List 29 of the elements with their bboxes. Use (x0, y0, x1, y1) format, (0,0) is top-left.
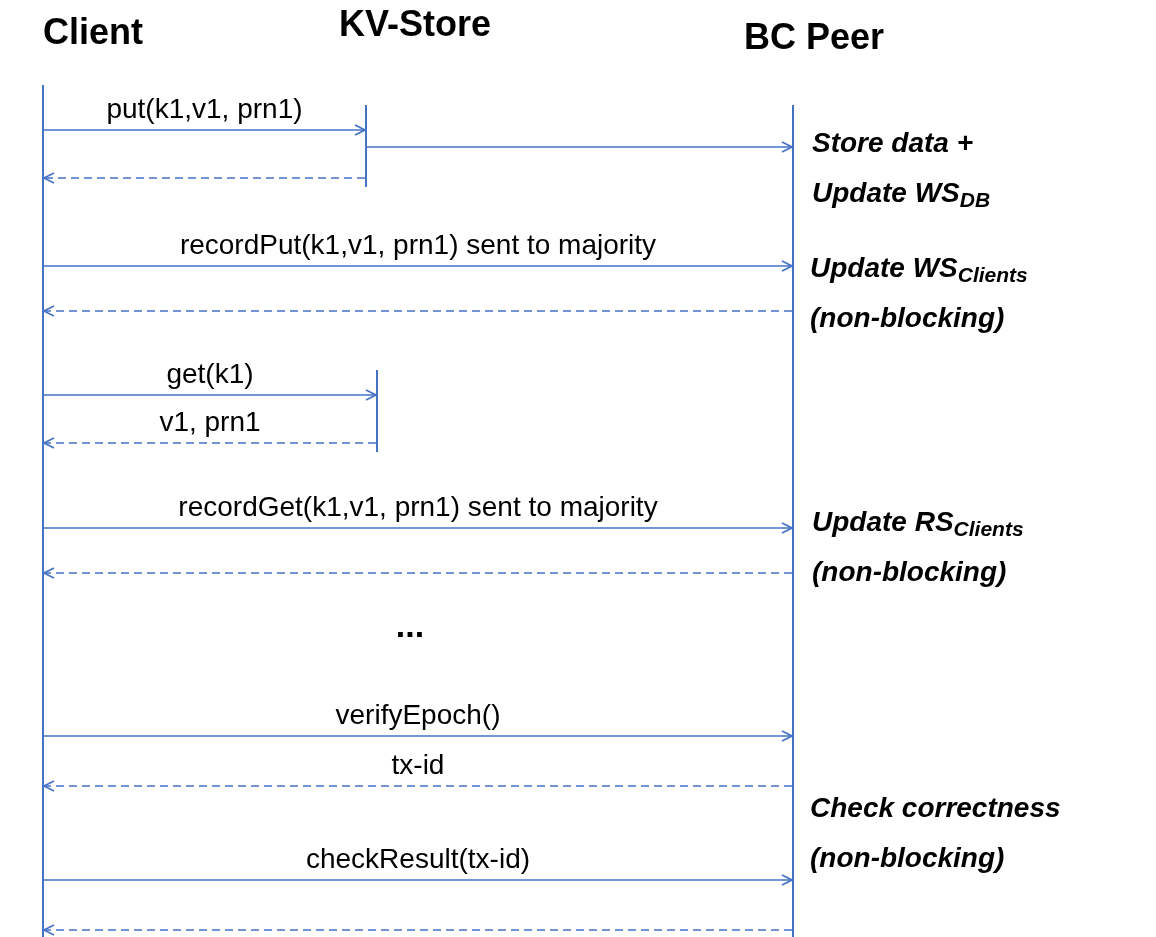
message-arrow (43, 124, 366, 136)
note-text: Check correctness (non-blocking) (810, 791, 1062, 875)
message-arrow (366, 141, 793, 153)
message-arrow (43, 874, 793, 886)
message-label: put(k1,v1, prn1) (106, 92, 303, 126)
message-arrow (43, 567, 793, 579)
message-label: tx-id (391, 748, 445, 782)
note-text: Update RS$_{Clients}$ (non-blocking) (812, 505, 1025, 589)
message-arrow (43, 305, 793, 317)
ellipsis: ... (394, 605, 426, 645)
message-arrow (43, 260, 793, 272)
message-arrow (43, 522, 793, 534)
message-arrow (43, 437, 377, 449)
message-arrow (43, 730, 793, 742)
message-arrow (43, 172, 366, 184)
note-text: Update WS$_{Clients}$ (non-blocking) (810, 251, 1029, 335)
message-label: recordPut(k1,v1, prn1) sent to majority (179, 228, 657, 262)
participant-name: Client (42, 10, 144, 54)
message-label: verifyEpoch() (335, 698, 501, 732)
message-arrow (43, 924, 793, 936)
message-arrow (43, 389, 377, 401)
participant-name: BC Peer (742, 15, 886, 59)
participant-name: KV-Store (337, 2, 492, 46)
message-label: v1, prn1 (159, 405, 261, 439)
message-label: get(k1) (166, 357, 254, 391)
message-label: checkResult(tx-id) (305, 842, 531, 876)
note-text: Store data + Update WS$_{DB}$ (812, 126, 992, 214)
message-label: recordGet(k1,v1, prn1) sent to majority (178, 490, 658, 524)
message-arrow (43, 780, 793, 792)
